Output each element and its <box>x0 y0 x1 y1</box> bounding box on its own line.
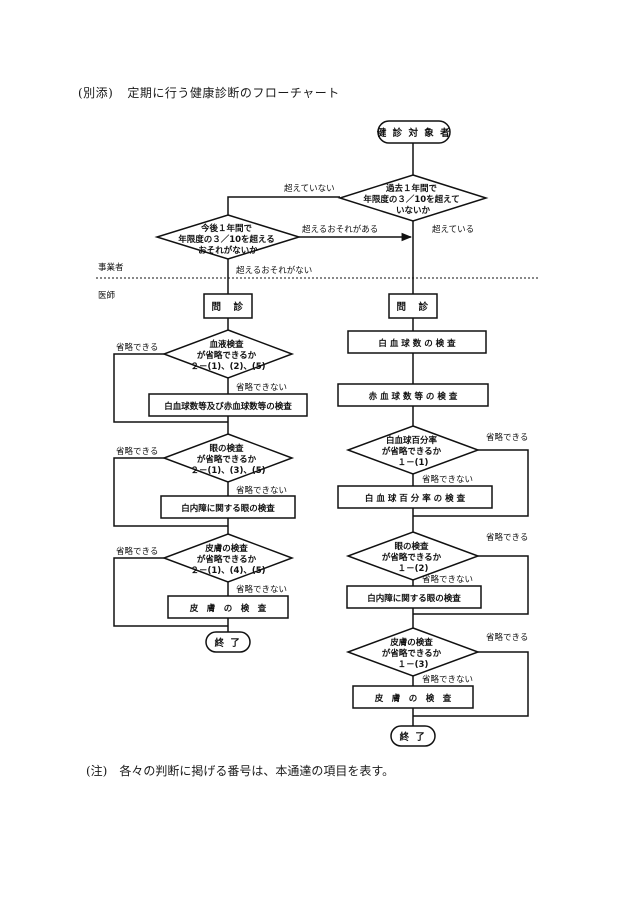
left-end-label: 終 了 <box>215 637 242 649</box>
right-diff-exam-box <box>337 485 493 509</box>
edge-right-bypass-skin <box>413 651 529 717</box>
left-skin-cannot-omit: 省略できない <box>236 584 287 595</box>
left-end-terminal <box>205 631 251 653</box>
right-skin-exam-label: 皮 膚 の 検 査 <box>374 693 452 704</box>
start-terminal <box>377 120 451 144</box>
right-decision-eye-text: 眼の検査 が省略できるか １－(2) <box>382 541 444 574</box>
edge-left-bypass-eye <box>113 457 228 527</box>
edge-left-bypass-blood <box>113 353 228 423</box>
left-decision-eye-text: 眼の検査 が省略できるか ２－(1)、(3)、(5) <box>190 443 265 476</box>
lane-physician-label: 医師 <box>98 290 116 301</box>
right-decision-diff-text: 白血球百分率 が省略できるか １－(1) <box>382 435 444 468</box>
footnote-label: (注) <box>86 764 108 778</box>
edge-past-to-future <box>227 196 340 215</box>
footnote: (注) 各々の判断に掲げる番号は、本通達の項目を表す。 <box>86 762 394 779</box>
right-end-label: 終 了 <box>400 731 427 743</box>
left-blood-exam-box <box>148 393 308 417</box>
right-interview-box <box>388 293 438 319</box>
right-diff-exam-label: 白 血 球 百 分 率 の 検 査 <box>365 493 466 504</box>
right-eye-can-omit: 省略できる <box>486 532 528 543</box>
right-wbc-box <box>347 330 487 354</box>
left-skin-can-omit: 省略できる <box>116 546 158 557</box>
left-skin-exam-label: 皮 膚 の 検 査 <box>189 603 267 614</box>
right-skin-cannot-omit: 省略できない <box>422 674 473 685</box>
left-blood-can-omit: 省略できる <box>116 342 158 353</box>
right-wbc-label: 白 血 球 数 の 検 査 <box>378 338 456 349</box>
right-interview-label: 問 診 <box>396 301 429 313</box>
decision-past-year <box>337 174 489 222</box>
left-blood-cannot-omit: 省略できない <box>236 382 287 393</box>
left-eye-exam-label: 白内障に関する眼の検査 <box>181 503 275 514</box>
label-no-risk: 超えるおそれがない <box>236 265 312 276</box>
right-rbc-label: 赤 血 球 数 等 の 検 査 <box>369 391 458 402</box>
decision-next-year-text: 今後１年間で 年限度の３／10を超える おそれがないか <box>178 223 278 256</box>
edge-left-bypass-skin <box>113 557 228 627</box>
right-decision-diff <box>345 425 481 475</box>
right-rbc-box <box>337 383 489 407</box>
right-skin-exam-box <box>352 685 474 709</box>
left-decision-skin <box>161 533 295 583</box>
left-decision-blood-text: 血液検査 が省略できるか ２－(1)、(2)、(5) <box>190 339 265 372</box>
start-label: 健 診 対 象 者 <box>377 127 451 139</box>
lane-employer-label: 事業者 <box>98 262 124 273</box>
right-end-terminal <box>390 725 436 747</box>
edge-right-bypass-diff <box>413 449 529 517</box>
footnote-text: 各々の判断に掲げる番号は、本通達の項目を表す。 <box>119 764 395 778</box>
right-decision-skin-text: 皮膚の検査 が省略できるか １－(3) <box>382 637 444 670</box>
right-diff-cannot-omit: 省略できない <box>422 474 473 485</box>
left-decision-blood <box>161 329 295 379</box>
right-diff-can-omit: 省略できる <box>486 432 528 443</box>
connectors <box>113 143 529 726</box>
left-decision-eye <box>161 433 295 483</box>
label-may-exceed: 超えるおそれがある <box>302 224 378 235</box>
decision-past-year-text: 過去１年間で 年限度の３／10を超えて いないか <box>363 183 462 216</box>
label-exceed: 超えている <box>432 224 474 235</box>
right-decision-eye <box>345 531 481 581</box>
page-title: 定期に行う健康診断のフローチャート <box>127 86 340 100</box>
right-eye-exam-box <box>346 585 482 609</box>
right-skin-can-omit: 省略できる <box>486 632 528 643</box>
left-eye-can-omit: 省略できる <box>116 446 158 457</box>
right-decision-skin <box>345 627 481 677</box>
left-eye-cannot-omit: 省略できない <box>236 485 287 496</box>
left-decision-skin-text: 皮膚の検査 が省略できるか ２－(1)、(4)、(5) <box>190 543 265 576</box>
page-header: (別添) 定期に行う健康診断のフローチャート <box>78 84 340 101</box>
left-skin-exam-box <box>167 595 289 619</box>
decision-next-year <box>154 214 302 260</box>
left-interview-label: 問 診 <box>211 301 244 313</box>
left-blood-exam-label: 白血球数等及び赤血球数等の検査 <box>164 401 292 412</box>
attachment-label: (別添) <box>78 86 114 100</box>
edge-right-bypass-eye <box>413 555 529 615</box>
right-eye-exam-label: 白内障に関する眼の検査 <box>367 593 461 604</box>
left-interview-box <box>203 293 253 319</box>
label-not-exceed: 超えていない <box>284 183 335 194</box>
right-eye-cannot-omit: 省略できない <box>422 574 473 585</box>
left-eye-exam-box <box>160 495 296 519</box>
